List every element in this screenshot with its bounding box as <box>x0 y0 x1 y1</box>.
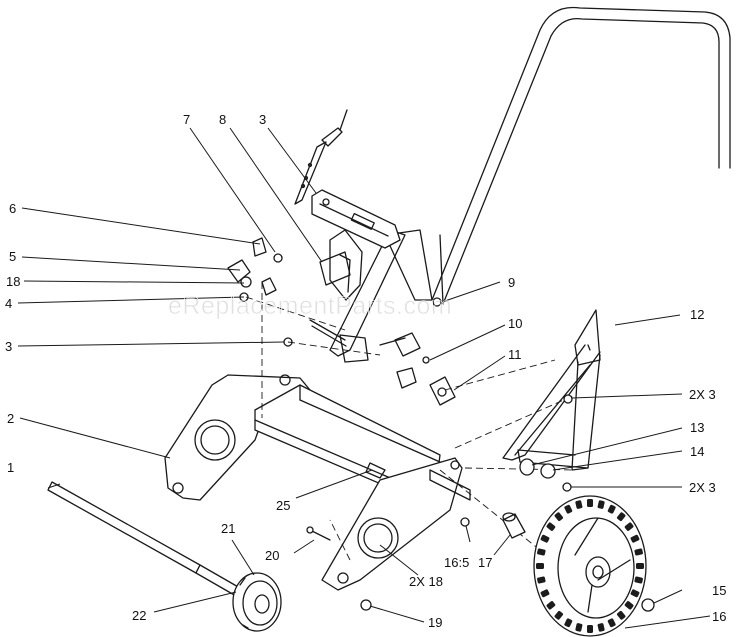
callout-5: 5 <box>9 249 16 264</box>
callout-22: 22 <box>132 608 146 623</box>
tire-tread-block <box>624 601 634 610</box>
callout-16: 16 <box>712 609 726 624</box>
callout-3-top: 3 <box>259 112 266 127</box>
tire-tread-block <box>636 563 644 569</box>
tire-tread-block <box>624 522 634 531</box>
callout-21: 21 <box>221 521 235 536</box>
callout-6: 6 <box>9 201 16 216</box>
small-wheel <box>232 572 282 632</box>
callout-10: 10 <box>508 316 522 331</box>
callout-13: 13 <box>690 420 704 435</box>
callout-12: 12 <box>690 307 704 322</box>
callout-7: 7 <box>183 112 190 127</box>
handle-hardware <box>379 297 456 406</box>
tire-tread-block <box>607 504 616 514</box>
callout-2x3-upper: 2X 3 <box>689 387 716 402</box>
tire-tread-block <box>597 500 605 509</box>
tire-tread-block <box>587 625 593 633</box>
tire-tread-block <box>546 601 556 610</box>
tire-tread-block <box>587 499 593 507</box>
tire-tread-block <box>616 610 626 620</box>
callout-8: 8 <box>219 112 226 127</box>
handle-assembly <box>431 6 731 471</box>
tire-tread-block <box>537 576 546 584</box>
callout-16-5: 16:5 <box>444 555 469 570</box>
tire-tread-block <box>564 504 573 514</box>
tire-tread-block <box>540 589 550 598</box>
watermark: eReplacementParts.com <box>168 292 452 320</box>
callout-18: 18 <box>6 274 20 289</box>
tire-tread-block <box>554 512 564 522</box>
tire-tread-block <box>634 576 643 584</box>
large-tire <box>533 495 647 637</box>
callout-4: 4 <box>5 296 12 311</box>
callout-1: 1 <box>7 460 14 475</box>
wheel-hardware <box>306 394 655 612</box>
tire-tread-block <box>607 618 616 628</box>
main-frame <box>164 374 463 591</box>
callout-3-left: 3 <box>5 339 12 354</box>
tire-tread-block <box>540 534 550 543</box>
callout-25: 25 <box>276 498 290 513</box>
callout-15: 15 <box>712 583 726 598</box>
tire-tread-block <box>597 623 605 632</box>
tire-tread-block <box>575 500 583 509</box>
callout-labels: 6 5 18 4 3 2 1 7 8 3 9 10 11 12 2X 3 13 … <box>5 112 726 630</box>
callout-2: 2 <box>7 411 14 426</box>
tire-tread-block <box>616 512 626 522</box>
tire-tread-block <box>634 548 643 556</box>
tire-tread-block <box>554 610 564 620</box>
tire-tread-block <box>575 623 583 632</box>
leader-lines <box>17 127 711 629</box>
tire-tread-block <box>564 618 573 628</box>
tire-tread-block <box>536 563 544 569</box>
tire-tread-block <box>546 522 556 531</box>
callout-11: 11 <box>508 347 522 362</box>
callout-20: 20 <box>265 548 279 563</box>
tire-tread-block <box>630 534 640 543</box>
callout-14: 14 <box>690 444 704 459</box>
chute-control-bracket <box>311 189 401 301</box>
callout-2x3-lower: 2X 3 <box>689 480 716 495</box>
callout-2x18: 2X 18 <box>409 574 443 589</box>
callout-17: 17 <box>478 555 492 570</box>
tire-tread-block <box>537 548 546 556</box>
tire-tread-block <box>630 589 640 598</box>
callout-9: 9 <box>508 275 515 290</box>
pivot-hardware <box>227 237 347 347</box>
callout-19: 19 <box>428 615 442 630</box>
axle-shaft <box>47 481 241 597</box>
